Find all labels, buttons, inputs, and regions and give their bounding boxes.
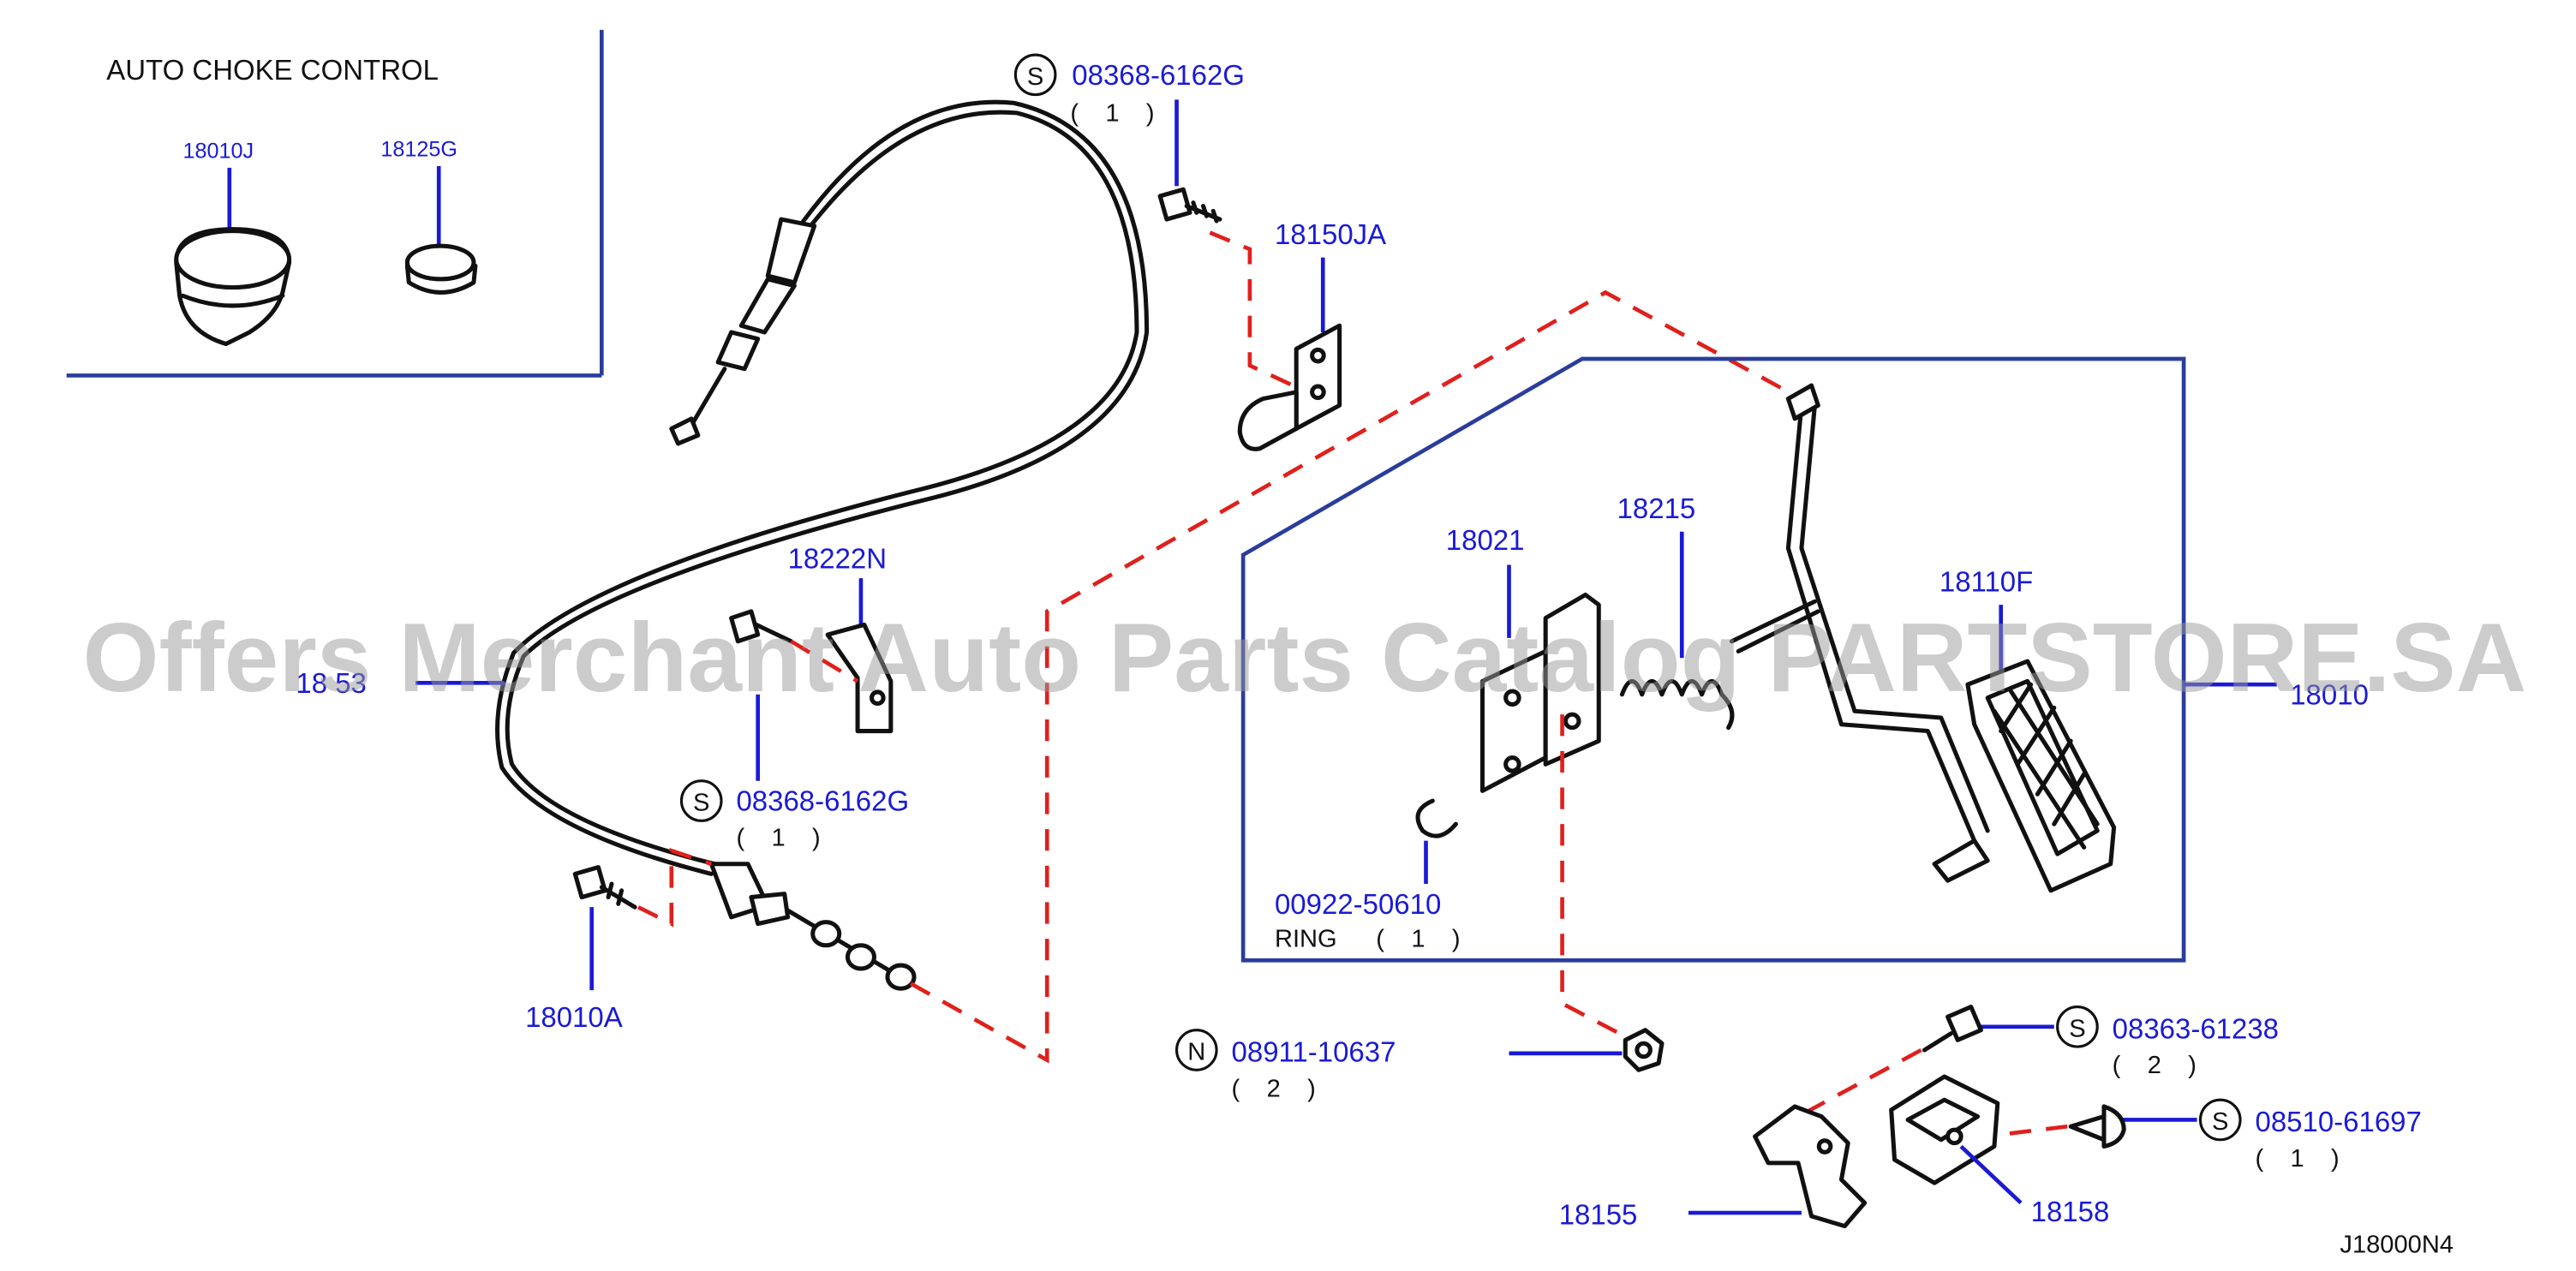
symbol-n-letter: N <box>1187 1039 1205 1066</box>
part-label-18110F[interactable]: 18110F <box>1939 566 2033 598</box>
qty-ring: ( 1 ) <box>1376 926 1470 953</box>
part-label-18010[interactable]: 18010 <box>2290 679 2369 711</box>
qty-s-right2: ( 1 ) <box>2256 1145 2350 1173</box>
part-label-18155[interactable]: 18155 <box>1559 1199 1638 1231</box>
pedal-pad-18110F-part[interactable] <box>1965 659 2117 893</box>
bolt-18222N-part[interactable] <box>729 609 794 644</box>
choke-knob-part[interactable] <box>174 227 292 347</box>
part-label-18150JA[interactable]: 18150JA <box>1275 218 1386 250</box>
bracket-18222N-part[interactable] <box>825 622 894 734</box>
part-label-00922-50610[interactable]: 00922-50610 <box>1275 888 1441 920</box>
screw-08363-part[interactable] <box>1922 1005 1983 1053</box>
symbol-n-circle <box>1174 1029 1218 1071</box>
bracket-18155-part[interactable] <box>1753 1104 1868 1229</box>
nut-part[interactable] <box>1623 1028 1665 1072</box>
symbol-s-circle-mid <box>679 779 723 822</box>
symbol-s-letter-mid: S <box>693 790 709 817</box>
dash-screw-to-18155 <box>1796 1047 1922 1119</box>
inset-title: AUTO CHOKE CONTROL <box>106 54 439 86</box>
symbol-s-letter-right2: S <box>2212 1108 2228 1136</box>
return-spring-18215-part[interactable] <box>1619 678 1735 731</box>
pivot-bracket-18021-part[interactable] <box>1479 592 1601 793</box>
dash-bracket-to-nut <box>1560 714 1634 1042</box>
callout-s-top: S 08368-6162G ( 1 ) <box>1013 53 1245 187</box>
part-label-18150[interactable]: 18 53 <box>296 667 367 699</box>
qty-s-right1: ( 2 ) <box>2113 1052 2207 1079</box>
dash-bolt-to-18222N <box>790 639 859 683</box>
accelerator-cable-part[interactable] <box>495 99 1150 991</box>
symbol-s-letter-right1: S <box>2069 1015 2085 1042</box>
retaining-ring-part[interactable] <box>1415 798 1458 838</box>
callout-s-right1: S 08363-61238 ( 2 ) <box>1981 1005 2279 1079</box>
bolt-top-part[interactable] <box>1157 187 1222 224</box>
auto-choke-inset: AUTO CHOKE CONTROL 18010J 18125G <box>66 29 604 378</box>
part-label-08368-6162G-mid[interactable]: 08368-6162G <box>736 785 909 817</box>
part-label-18222N[interactable]: 18222N <box>788 542 888 574</box>
part-label-08911-10637[interactable]: 08911-10637 <box>1232 1036 1396 1068</box>
pedal-arm-part[interactable] <box>1729 383 1990 883</box>
part-label-08368-6162G-top[interactable]: 08368-6162G <box>1072 59 1245 91</box>
qty-nut: ( 2 ) <box>1232 1075 1326 1102</box>
symbol-s-circle-right2 <box>2198 1098 2242 1142</box>
leader-18158 <box>1959 1144 2023 1205</box>
symbol-s-circle-right1 <box>2056 1005 2099 1048</box>
part-label-18158[interactable]: 18158 <box>2031 1196 2110 1227</box>
callout-s-right2: S 08510-61697 ( 1 ) <box>2120 1098 2422 1173</box>
part-label-18021[interactable]: 18021 <box>1446 524 1525 556</box>
callout-n-nut: N 08911-10637 ( 2 ) <box>1174 1029 1623 1102</box>
dash-bolt-to-bracket <box>1209 230 1294 388</box>
screw-08510-part[interactable] <box>2068 1104 2126 1149</box>
symbol-s-letter: S <box>1027 63 1043 91</box>
part-label-18215[interactable]: 18215 <box>1617 492 1696 524</box>
diagram-code: J18000N4 <box>2340 1232 2453 1259</box>
qty-s-mid: ( 1 ) <box>736 824 830 851</box>
bolt-18010A-part[interactable] <box>572 865 637 910</box>
dash-18010A <box>637 847 713 928</box>
part-label-08363-61238[interactable]: 08363-61238 <box>2113 1012 2279 1044</box>
qty-s-top: ( 1 ) <box>1070 100 1164 128</box>
dash-cable-to-pedal <box>910 289 1796 1064</box>
pedal-assembly-frame <box>1240 356 2186 963</box>
watermark-text: Offers Merchant Auto Parts Catalog PARTS… <box>82 603 2526 713</box>
part-label-18010J[interactable]: 18010J <box>182 139 254 163</box>
symbol-s-circle <box>1013 53 1057 97</box>
bracket-18150JA-part[interactable] <box>1237 323 1342 451</box>
part-label-18125G[interactable]: 18125G <box>380 137 457 161</box>
grommet-part[interactable] <box>404 243 478 295</box>
callout-s-mid: S 08368-6162G ( 1 ) <box>679 694 909 851</box>
part-label-08510-61697[interactable]: 08510-61697 <box>2256 1106 2422 1137</box>
ring-name: RING <box>1275 926 1337 953</box>
part-label-18010A[interactable]: 18010A <box>525 1001 623 1033</box>
